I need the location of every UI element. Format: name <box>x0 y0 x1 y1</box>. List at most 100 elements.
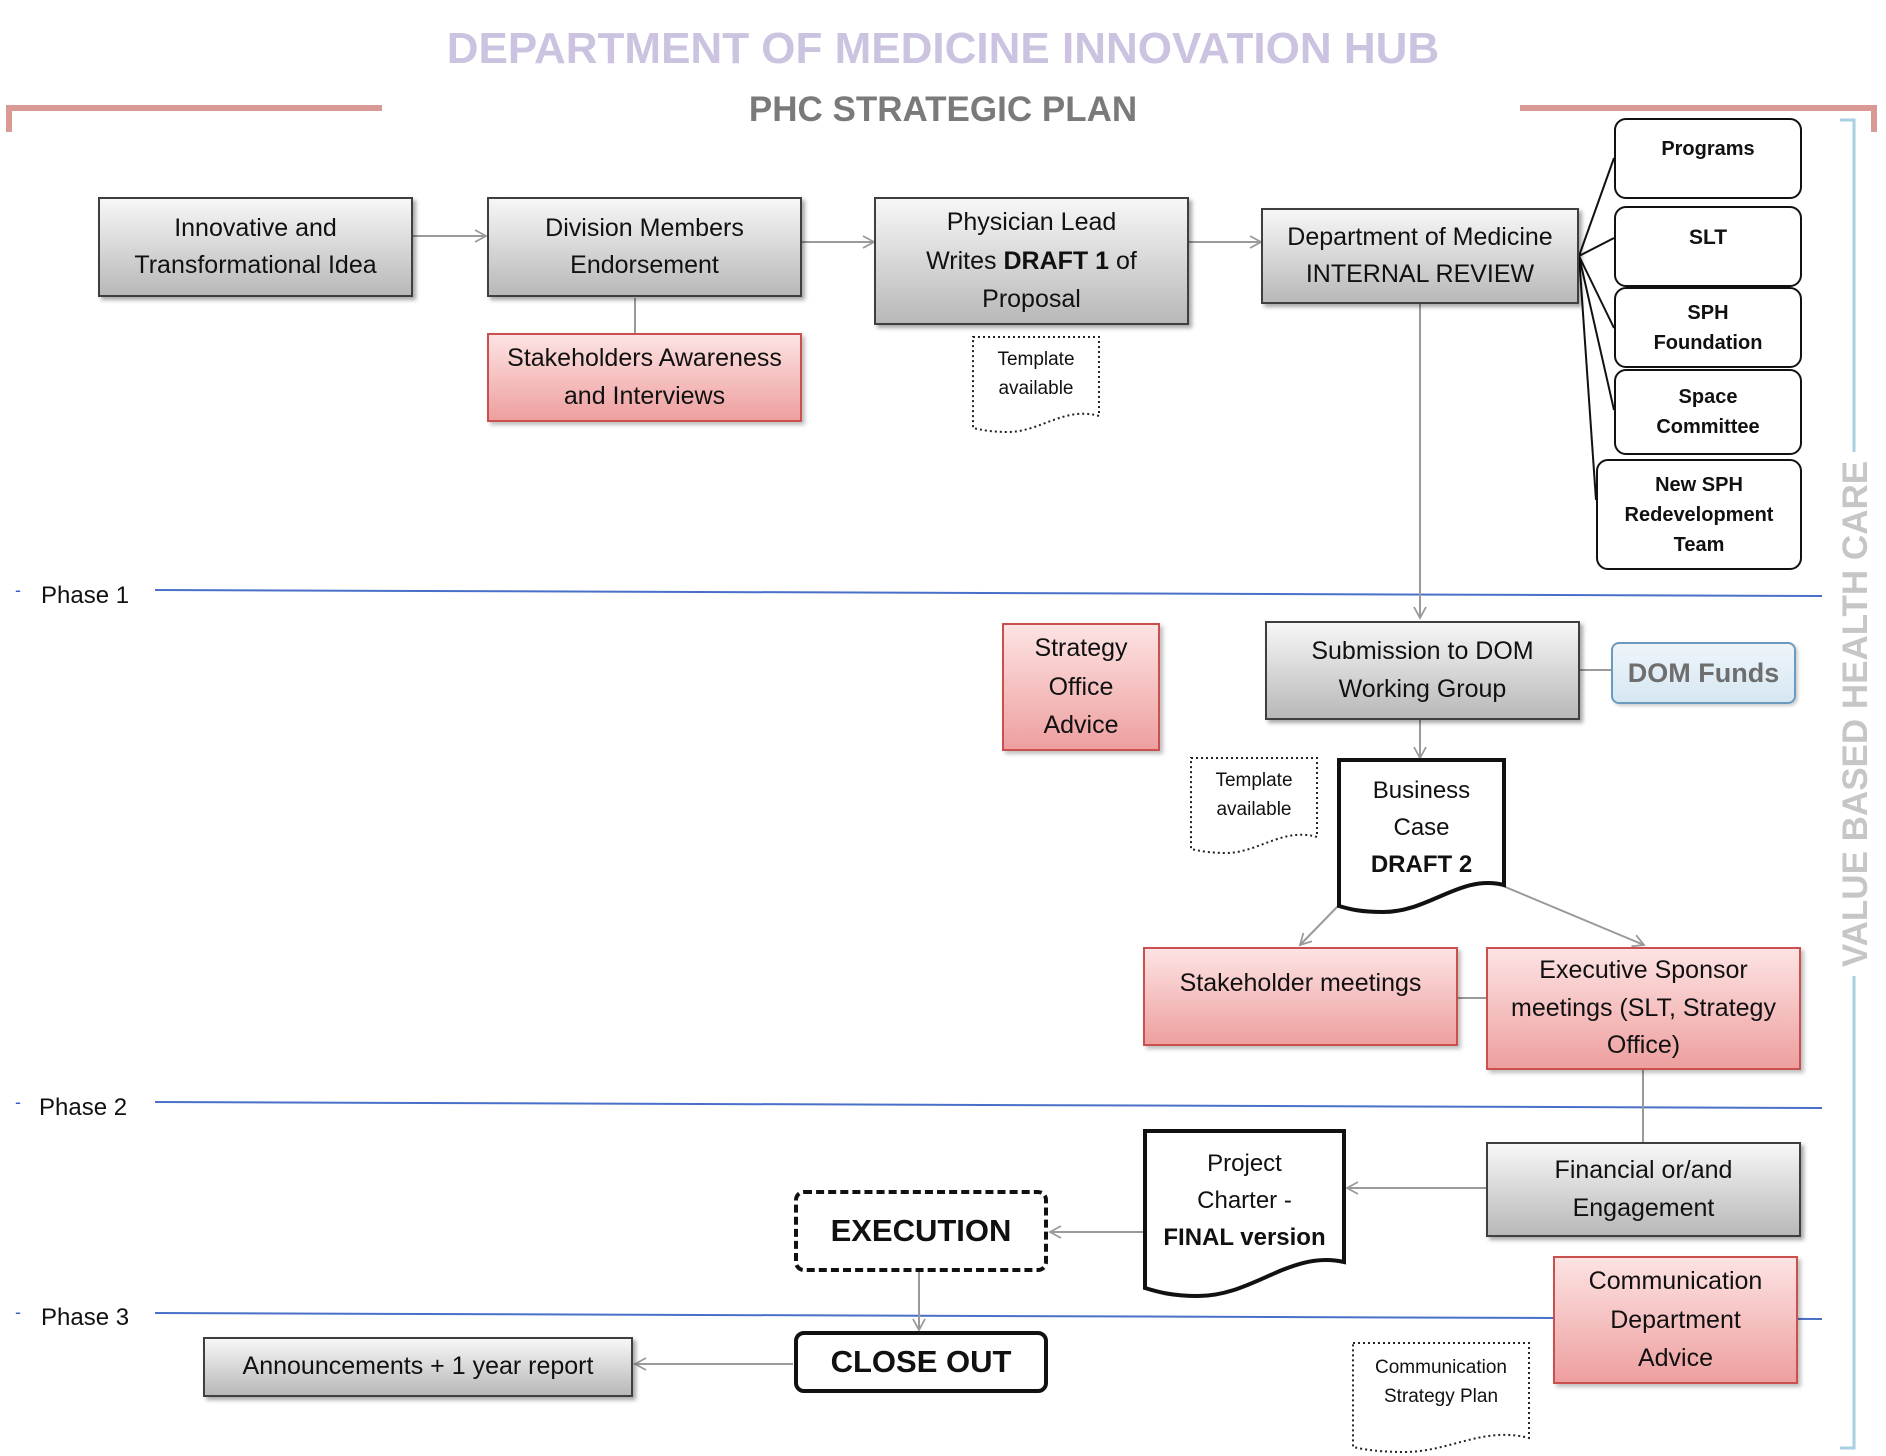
phase-2-label: Phase 2 <box>39 1094 128 1121</box>
page-title: DEPARTMENT OF MEDICINE INNOVATION HUB <box>0 24 1886 74</box>
template-note-1: Template available <box>973 337 1099 432</box>
communication-line2: Department <box>1610 1305 1741 1334</box>
draft1-line2-pre: Writes <box>926 246 1004 275</box>
endorsement-line1: Division Members <box>545 213 744 242</box>
idea-box: Innovative and Transformational Idea <box>98 197 413 297</box>
exec-sponsor-box: Executive Sponsor meetings (SLT, Strateg… <box>1486 947 1801 1070</box>
project-charter-shape <box>1143 1129 1346 1299</box>
stakeholders-awareness-box: Stakeholders Awareness and Interviews <box>487 333 802 422</box>
comm-plan-note-shape <box>1352 1342 1530 1454</box>
page-subtitle: PHC STRATEGIC PLAN <box>0 90 1886 130</box>
business-case-line1: Business <box>1372 777 1471 804</box>
template-note-2: Template available <box>1191 758 1317 853</box>
reviewer-space-line2: Committee <box>1656 416 1760 438</box>
close-out-box: CLOSE OUT <box>794 1331 1048 1393</box>
fan-line-slt <box>1578 237 1615 257</box>
page-subtitle-text: PHC STRATEGIC PLAN <box>748 90 1138 129</box>
phase-1-label: Phase 1 <box>41 582 130 609</box>
fan-line-sph <box>1578 255 1615 329</box>
charter-line3: FINAL version <box>1163 1224 1326 1252</box>
business-case-doc: Business Case DRAFT 2 <box>1339 760 1504 910</box>
phase-1-dash: - <box>15 580 21 600</box>
phase-3-dash: - <box>15 1302 21 1322</box>
side-bracket-bottom <box>1840 976 1856 1450</box>
top-bracket-left <box>6 105 382 132</box>
reviewer-newsph-line2: Redevelopment <box>1624 503 1774 526</box>
fan-line-newsph <box>1578 255 1597 501</box>
phase-2-line <box>154 1101 1823 1109</box>
reviewer-programs: Programs <box>1614 118 1802 199</box>
strategy-office-box: Strategy Office Advice <box>1002 623 1160 751</box>
draft1-line1: Physician Lead <box>946 207 1117 236</box>
reviewer-programs-label: Programs <box>1661 138 1755 160</box>
financial-line1: Financial or/and <box>1554 1156 1733 1184</box>
reviewer-sph-line1: SPH <box>1687 301 1729 324</box>
internal-review-line1: Department of Medicine <box>1287 222 1553 251</box>
arrow-businesscase-to-stakeholder-meetings <box>1298 903 1341 947</box>
charter-line2: Charter - <box>1197 1187 1292 1215</box>
communication-line1: Communication <box>1588 1266 1763 1295</box>
communication-line3: Advice <box>1637 1344 1714 1373</box>
template-note-2-line2: available <box>1216 799 1292 821</box>
draft1-line2: Writes DRAFT 1 of <box>926 242 1137 281</box>
phase-3-line <box>154 1312 1823 1320</box>
reviewer-slt-label: SLT <box>1688 226 1728 249</box>
stakeholders-awareness-line1: Stakeholders Awareness <box>507 344 782 372</box>
fan-line-programs <box>1578 157 1615 257</box>
stakeholder-meetings-label: Stakeholder meetings <box>1179 969 1422 997</box>
draft1-line2-post: of <box>1109 246 1137 275</box>
phase-1-line <box>154 589 1823 597</box>
dom-funds-box: DOM Funds <box>1611 642 1796 704</box>
endorsement-line2: Endorsement <box>570 251 719 279</box>
idea-line1: Innovative and <box>174 213 337 242</box>
reviewer-sph-foundation: SPH Foundation <box>1614 287 1802 368</box>
business-case-line3: DRAFT 2 <box>1370 851 1473 879</box>
internal-review-line2: INTERNAL REVIEW <box>1305 260 1535 288</box>
side-label-text: VALUE BASED HEALTH CARE <box>1836 460 1875 968</box>
comm-plan-note: Communication Strategy Plan <box>1353 1343 1529 1450</box>
reviewer-newsph-line1: New SPH <box>1655 473 1743 496</box>
reviewer-space-committee: Space Committee <box>1614 369 1802 455</box>
submission-line1: Submission to DOM <box>1311 637 1534 665</box>
draft1-box: Physician Lead Writes DRAFT 1 of Proposa… <box>874 197 1189 325</box>
phase-3-label: Phase 3 <box>41 1304 130 1331</box>
execution-label: EXECUTION <box>830 1212 1012 1248</box>
phase-2-dash: - <box>15 1092 21 1112</box>
side-label: VALUE BASED HEALTH CARE <box>1836 461 1876 967</box>
exec-sponsor-line1: Executive Sponsor <box>1539 956 1748 985</box>
close-out-label: CLOSE OUT <box>830 1343 1012 1379</box>
comm-plan-line1: Communication <box>1375 1357 1507 1378</box>
internal-review-box: Department of Medicine INTERNAL REVIEW <box>1261 208 1579 304</box>
side-bracket-top <box>1840 118 1856 452</box>
stakeholder-meetings-box: Stakeholder meetings <box>1143 947 1458 1046</box>
template-note-1-line1: Template <box>997 349 1075 370</box>
endorsement-box: Division Members Endorsement <box>487 197 802 297</box>
reviewer-newsph-line3: Team <box>1673 533 1725 556</box>
submission-line2: Working Group <box>1338 674 1507 703</box>
exec-sponsor-line3: Office) <box>1606 1031 1681 1060</box>
draft1-line3: Proposal <box>982 285 1081 314</box>
arrow-businesscase-to-exec-sponsor <box>1502 885 1646 948</box>
announcements-label: Announcements + 1 year report <box>242 1352 594 1381</box>
submission-box: Submission to DOM Working Group <box>1265 621 1580 720</box>
reviewer-space-line1: Space <box>1678 386 1738 408</box>
announcements-box: Announcements + 1 year report <box>203 1337 633 1397</box>
communication-box: Communication Department Advice <box>1553 1256 1798 1384</box>
project-charter-doc: Project Charter - FINAL version <box>1145 1131 1344 1294</box>
strategy-office-line1: Strategy <box>1034 633 1128 662</box>
business-case-line2: Case <box>1393 814 1450 842</box>
financial-line2: Engagement <box>1572 1193 1715 1222</box>
draft1-line2-bold: DRAFT 1 <box>1003 246 1110 275</box>
reviewer-sph-line2: Foundation <box>1653 331 1763 354</box>
execution-box: EXECUTION <box>794 1190 1048 1272</box>
fan-line-space <box>1578 255 1615 411</box>
strategy-office-line2: Office <box>1048 672 1114 701</box>
dom-funds-label: DOM Funds <box>1627 657 1780 688</box>
template-note-1-shape <box>972 336 1100 434</box>
idea-line2: Transformational Idea <box>134 251 377 279</box>
financial-box: Financial or/and Engagement <box>1486 1142 1801 1237</box>
stakeholders-awareness-line2: and Interviews <box>563 381 726 410</box>
exec-sponsor-line2: meetings (SLT, Strategy <box>1511 993 1776 1022</box>
